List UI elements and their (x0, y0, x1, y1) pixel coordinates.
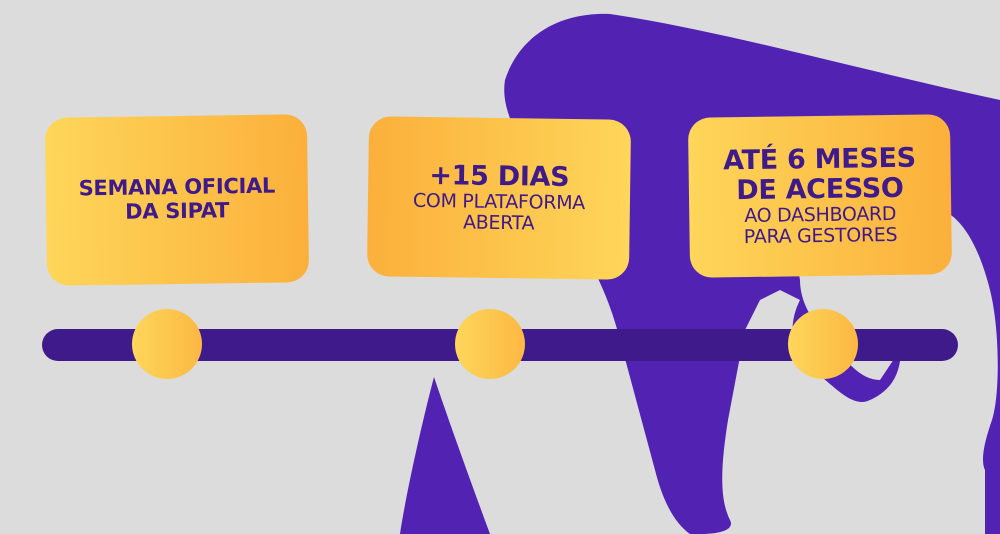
milestone-title: SEMANA OFICIAL (78, 174, 276, 201)
milestone-title: DE ACESSO (736, 172, 904, 206)
milestone-card-sipat-week: SEMANA OFICIAL DA SIPAT (44, 114, 310, 286)
milestone-subtitle: ABERTA (462, 211, 535, 235)
timeline-marker-2 (455, 309, 525, 379)
milestone-subtitle: COM PLATAFORMA (412, 189, 586, 215)
milestone-subtitle: PARA GESTORES (743, 224, 898, 249)
milestone-title: DA SIPAT (125, 198, 230, 224)
milestone-title: +15 DIAS (429, 159, 570, 193)
milestone-title: ATÉ 6 MESES (722, 142, 916, 176)
milestone-card-platform-open: +15 DIAS COM PLATAFORMA ABERTA (366, 116, 632, 280)
timeline-marker-1 (132, 309, 202, 379)
timeline-marker-3 (788, 309, 858, 379)
milestone-card-dashboard-access: ATÉ 6 MESES DE ACESSO AO DASHBOARD PARA … (687, 114, 953, 278)
